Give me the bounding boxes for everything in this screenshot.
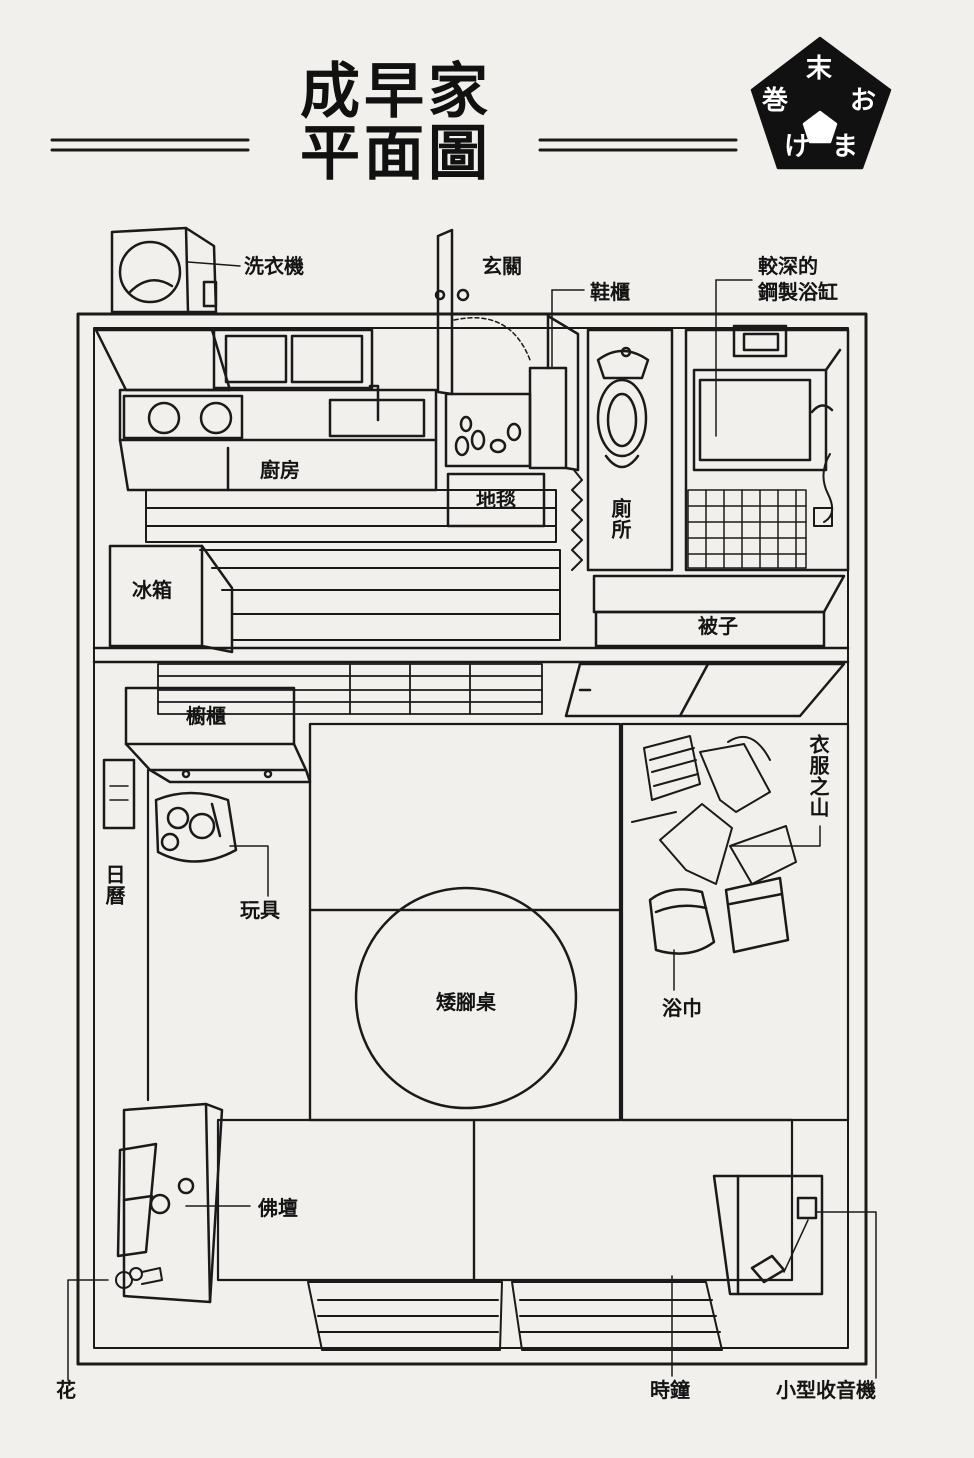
leader-lines <box>67 279 877 1381</box>
veranda-slats <box>307 1281 723 1351</box>
kitchen-upper-cabinets <box>94 328 374 392</box>
badge-char-top: 末 <box>806 54 833 84</box>
badge-char-bottom-right: ま <box>832 132 859 162</box>
rug-drawing <box>446 472 546 528</box>
flower-drawing <box>115 1267 163 1289</box>
kotatsu-table <box>354 886 578 1110</box>
butsudan-altar <box>116 1102 224 1304</box>
genkan-floor <box>444 392 532 468</box>
label-toilet: 廁所 <box>608 498 632 540</box>
towel-pile <box>648 876 790 955</box>
header-rule-right <box>538 138 738 152</box>
label-deep-tub-line2: 鋼製浴缸 <box>758 280 838 304</box>
tatami-mats <box>146 722 850 1282</box>
cupboard-drawing <box>124 686 312 784</box>
badge-char-bottom-left: け <box>784 132 811 162</box>
page-title-line2: 平面圖 <box>300 119 492 189</box>
futon-closet <box>592 574 846 648</box>
label-towel: 浴巾 <box>662 996 702 1020</box>
label-cabinet: 櫥櫃 <box>186 704 226 728</box>
closet-sliding-doors <box>564 662 846 718</box>
label-washing-machine: 洗衣機 <box>244 254 304 278</box>
bath-tiles <box>687 489 807 569</box>
label-clock: 時鐘 <box>650 1378 690 1402</box>
label-shoe-cabinet: 鞋櫃 <box>590 280 630 304</box>
label-rug: 地毯 <box>476 488 516 512</box>
label-kotatsu: 矮腳桌 <box>436 990 496 1014</box>
label-futon: 被子 <box>698 614 738 638</box>
washing-machine-drawing <box>110 226 241 314</box>
bathroom <box>684 324 850 572</box>
badge-pentagon <box>750 36 892 170</box>
label-radio: 小型收音機 <box>776 1378 876 1402</box>
clock-drawing <box>750 1254 786 1284</box>
kitchen-floor-lower <box>199 549 561 641</box>
label-deep-tub-line1: 較深的 <box>758 254 818 278</box>
radio-cabinet <box>712 1174 824 1296</box>
toy-basket <box>154 791 238 863</box>
shoe-cabinet-drawing <box>528 314 580 472</box>
badge-inner-pentagon <box>802 110 838 144</box>
label-altar: 佛壇 <box>258 1196 298 1220</box>
toilet-room <box>586 328 674 572</box>
calendar-drawing <box>102 758 136 830</box>
shoji-transom <box>157 663 543 715</box>
partition-zigzag <box>571 469 583 571</box>
badge-char-left: 巻 <box>762 86 789 116</box>
clothes-pile <box>631 735 797 885</box>
badge-char-right: お <box>850 86 877 116</box>
label-flower: 花 <box>56 1378 76 1402</box>
label-toys: 玩具 <box>240 898 280 922</box>
shower-hose <box>813 453 834 527</box>
page-title-line1: 成早家 <box>300 57 492 127</box>
label-entrance: 玄關 <box>482 254 522 278</box>
label-kitchen: 廚房 <box>260 458 300 482</box>
label-fridge: 冰箱 <box>132 578 172 602</box>
label-clothes-pile: 衣服之山 <box>806 734 830 818</box>
middle-wall <box>92 646 850 664</box>
header-rule-left <box>50 138 250 152</box>
label-calendar: 日曆 <box>102 864 126 906</box>
kitchen-counter <box>118 384 438 492</box>
